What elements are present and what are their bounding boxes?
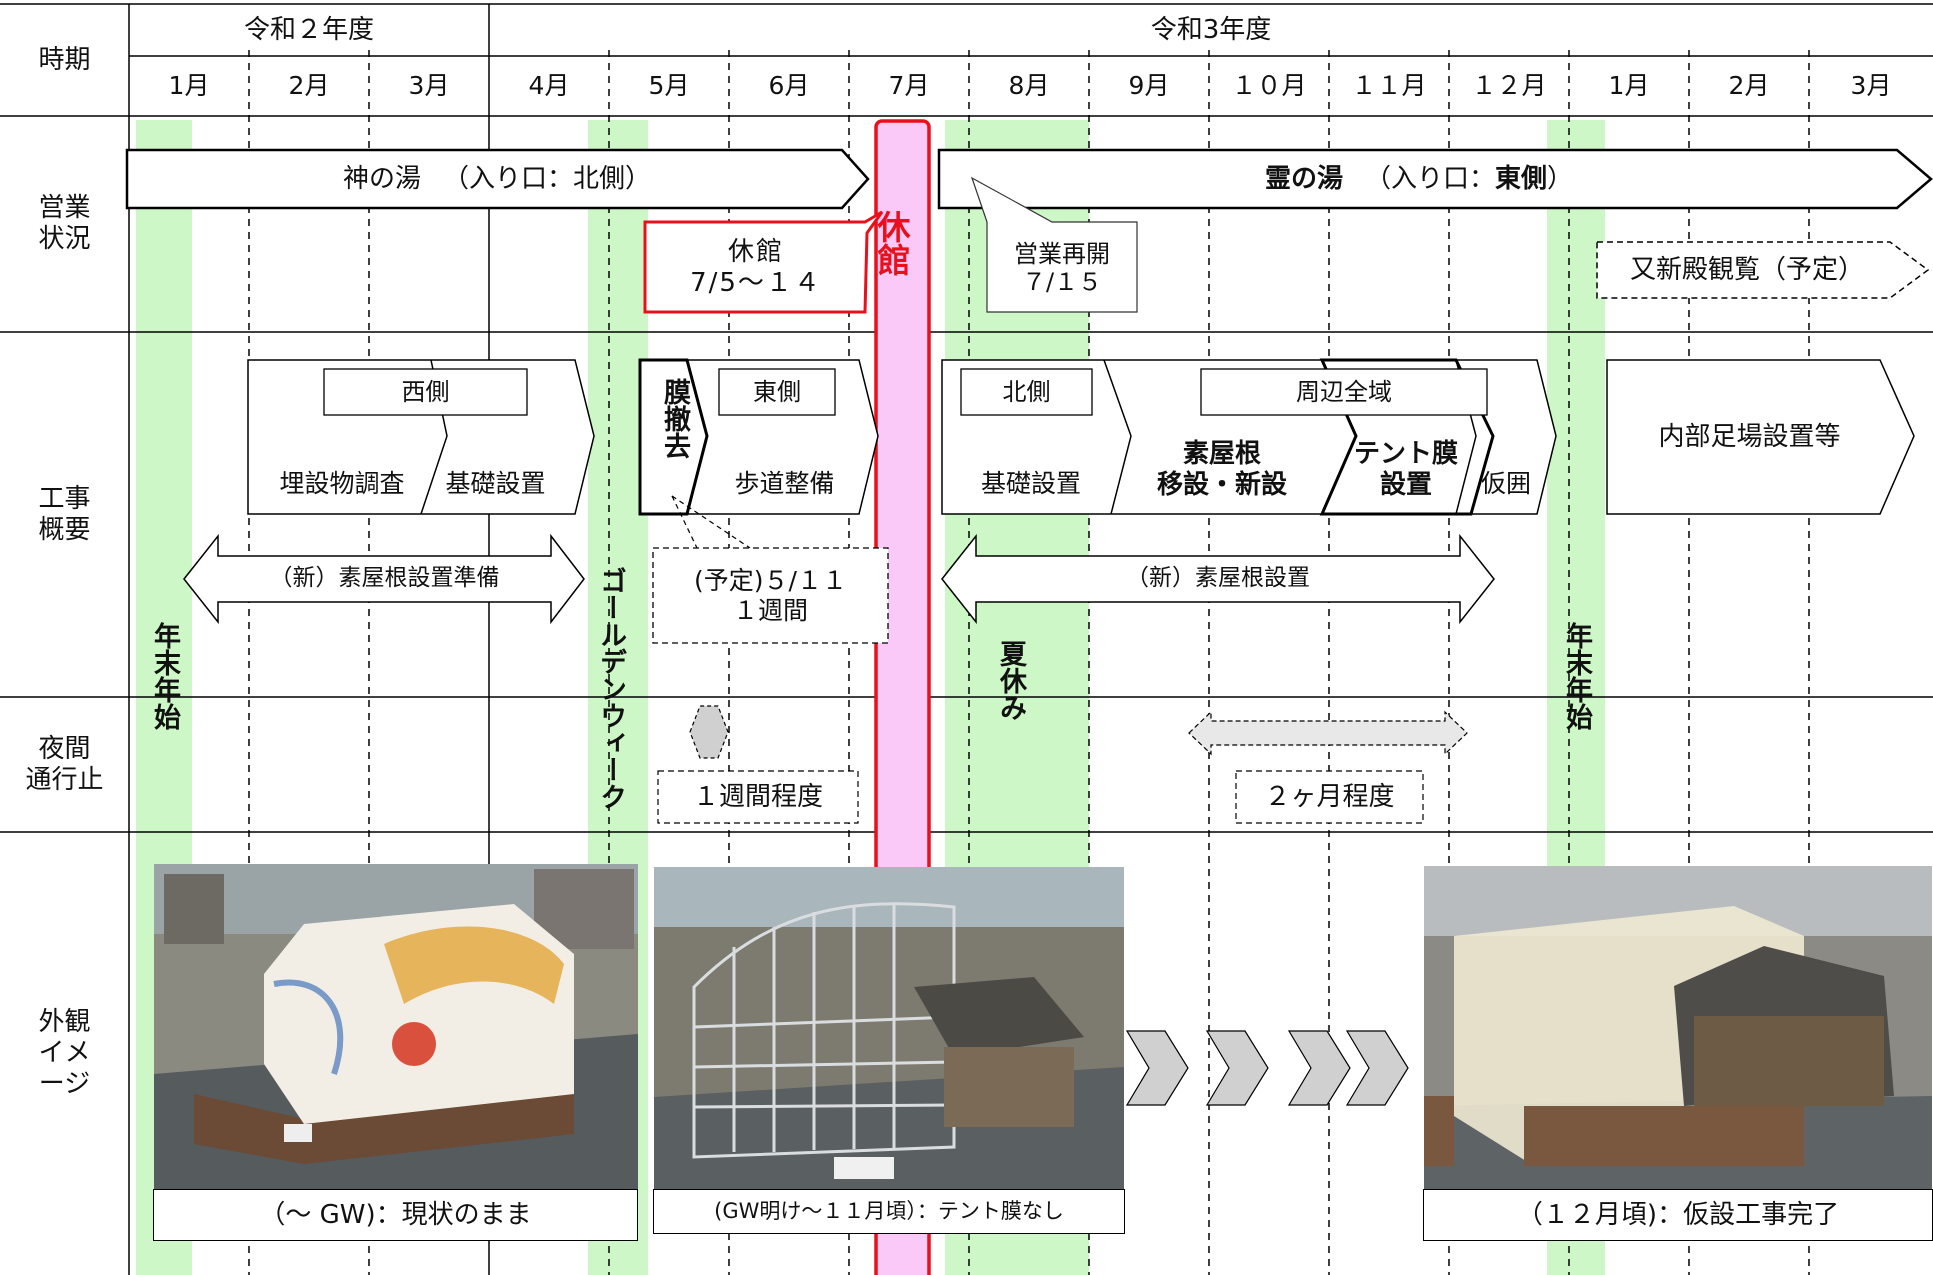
north-label-box: [960, 368, 1093, 416]
install-range-label: （新）素屋根設置: [1126, 565, 1310, 592]
rei-name: 霊の湯: [1264, 163, 1343, 194]
schedule-note: (予定)５/１１ １週間: [694, 566, 847, 625]
temporary-fence-label: 仮囲: [1480, 469, 1531, 499]
surrounding-label-box: [1200, 368, 1488, 416]
west-label-box: [323, 368, 528, 416]
night-closure-arrow-2: [1188, 710, 1468, 756]
month-label: 2月: [1728, 71, 1770, 101]
month-label: １１月: [1351, 71, 1427, 101]
schedule-note-box: [652, 547, 889, 644]
fiscal-year-2021: 令和3年度: [1150, 14, 1272, 45]
month-label: 3月: [408, 71, 450, 101]
foundation-west-label: 基礎設置: [445, 469, 546, 499]
closure-callout-shape: [643, 210, 884, 314]
one-week-label: １週間程度: [692, 781, 823, 812]
east-label: 東側: [753, 377, 801, 406]
north-label: 北側: [1002, 377, 1051, 406]
closure-callout: 休館 7/5～１４: [690, 237, 822, 298]
prep-range-label: （新）素屋根設置準備: [269, 565, 500, 592]
rei-entrance-prefix: （入り口：: [1364, 163, 1495, 194]
month-label: １２月: [1471, 71, 1547, 101]
month-label: 1月: [168, 71, 210, 101]
rei-entrance-side: 東側: [1495, 163, 1548, 194]
reopen-callout: 営業再開 ７/１５: [1014, 239, 1110, 296]
month-header-row: 1月 2月 3月 4月 5月 6月 7月 8月 9月 １０月 １１月 １２月 1…: [129, 56, 1933, 116]
month-label: 5月: [648, 71, 690, 101]
row-header-business: 営業 状況: [38, 193, 91, 254]
rei-entrance-suffix: ）: [1547, 163, 1574, 194]
interior-work-chevron: [1606, 359, 1915, 515]
sidewalk-label: 歩道整備: [734, 469, 835, 499]
month-label: 4月: [528, 71, 570, 101]
row-header-exterior: 外観 イメ ージ: [38, 1007, 91, 1099]
interior-scaffold-label: 内部足場設置等: [1658, 421, 1841, 452]
row-header-construction: 工事 概要: [38, 483, 91, 545]
new-year-label-1: 年末年始: [149, 622, 180, 730]
period-label: 時期: [38, 44, 91, 75]
one-week-box: [657, 770, 859, 824]
tent-membrane-label: テント膜 設置: [1353, 439, 1458, 500]
month-label: 7月: [888, 71, 930, 101]
install-range-arrow: [941, 533, 1495, 625]
kami-entrance: （入り口：北側）: [443, 163, 652, 194]
prep-range-arrow: [183, 533, 585, 625]
golden-week-label: ゴールデンウィーク: [595, 567, 626, 810]
two-months-label: ２ヶ月程度: [1264, 781, 1395, 812]
month-label: 1月: [1608, 71, 1650, 101]
month-label: 3月: [1850, 71, 1892, 101]
suyane-relocation-label: 素屋根 移設・新設: [1156, 439, 1287, 500]
exterior-photo-no-tent: [654, 867, 1124, 1190]
exterior-photo-complete: [1424, 866, 1932, 1189]
new-year-label-2: 年末年始: [1561, 622, 1592, 730]
buried-survey-label: 埋設物調査: [279, 469, 405, 499]
west-label: 西側: [401, 377, 450, 406]
reopen-callout-shape: [970, 176, 1138, 313]
surrounding-area-label: 周辺全域: [1296, 377, 1392, 406]
rei-no-yu-arrow: [937, 148, 1933, 210]
month-label: 6月: [768, 71, 810, 101]
exterior-caption-1: （～ GW)：現状のまま: [153, 1189, 638, 1241]
two-months-box: [1235, 770, 1424, 824]
membrane-removal-chevron: [638, 358, 709, 516]
month-label: 9月: [1128, 71, 1170, 101]
rei-no-yu-label: 霊の湯 （入り口：東側）: [939, 150, 1899, 208]
foundation-north-label: 基礎設置: [980, 469, 1081, 499]
night-closure-arrow-1: [689, 705, 729, 759]
table-frame: [0, 3, 1933, 1275]
closure-vertical-label: 休館: [872, 210, 911, 276]
membrane-removal-label: 膜撤去: [659, 378, 690, 459]
east-label-box: [718, 368, 836, 416]
kami-no-yu-arrow: [125, 148, 870, 210]
kami-name: 神の湯: [342, 163, 421, 194]
row-header-night: 夜間 通行止: [25, 733, 104, 795]
kami-no-yu-label: 神の湯 （入り口：北側）: [127, 150, 867, 208]
summer-label: 夏休み: [995, 640, 1026, 721]
month-label: 8月: [1008, 71, 1050, 101]
exterior-caption-3: （１２月頃)：仮設工事完了: [1423, 1189, 1933, 1241]
matashinden-label: 又新殿観覧（予定）: [1629, 254, 1864, 285]
exterior-photo-current: [154, 864, 638, 1189]
fiscal-year-2020: 令和２年度: [243, 14, 374, 45]
month-label: １０月: [1231, 71, 1307, 101]
exterior-caption-2: (GW明け～１１月頃）：テント膜なし: [653, 1189, 1125, 1234]
progress-chevrons: [1125, 1030, 1409, 1106]
month-label: 2月: [288, 71, 330, 101]
matashinden-arrow: [1596, 241, 1930, 299]
